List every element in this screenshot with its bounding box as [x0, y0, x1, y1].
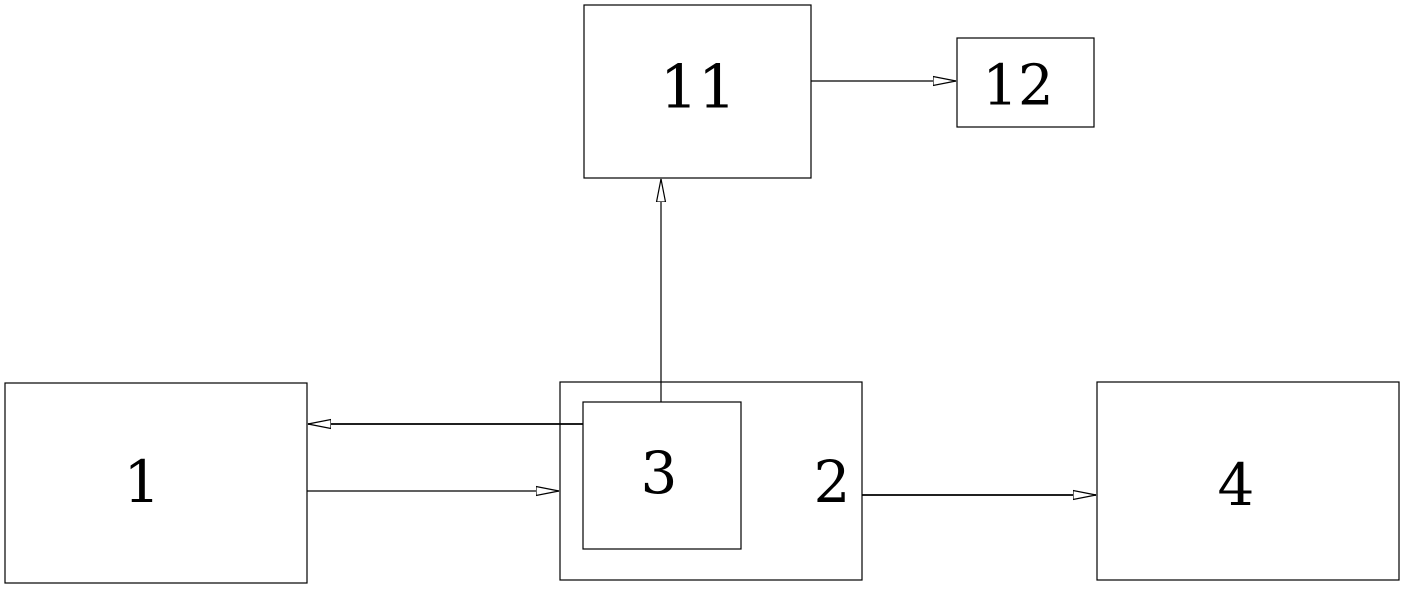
- block-12-label: 12: [982, 54, 1053, 119]
- block-12: [956, 37, 1095, 128]
- block-3-label: 3: [641, 439, 678, 507]
- block-1-label: 1: [124, 448, 161, 516]
- block-3: [582, 401, 742, 550]
- block-11-label: 11: [660, 53, 736, 123]
- block-1: [4, 382, 308, 584]
- block-4-label: 4: [1218, 451, 1255, 519]
- block-2-label: 2: [814, 448, 851, 516]
- block-11: [583, 4, 812, 179]
- block-4: [1096, 381, 1400, 581]
